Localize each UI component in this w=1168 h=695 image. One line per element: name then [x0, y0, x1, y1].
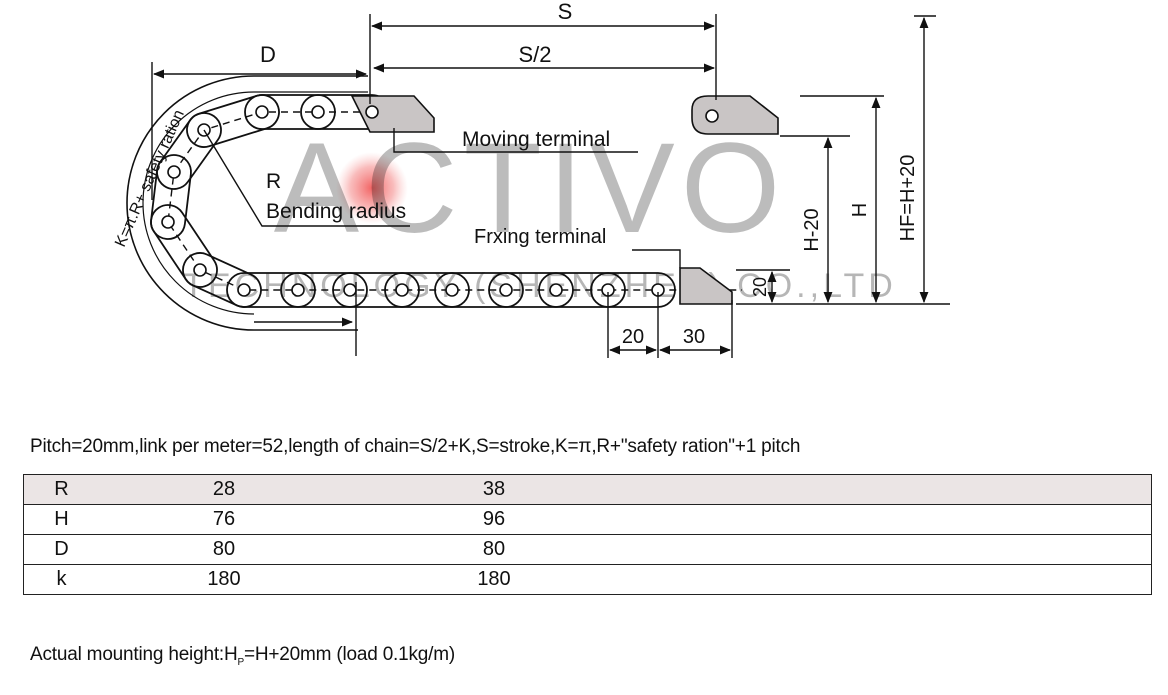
label-s: S: [558, 0, 573, 24]
mount-note: Actual mounting height:HP=H+20mm (load 0…: [30, 644, 455, 668]
chain-links: [150, 94, 742, 308]
table-cell-empty: [639, 504, 1152, 535]
chain-pin: [291, 283, 305, 297]
chain-pin: [445, 283, 459, 297]
chain-pin: [193, 263, 207, 277]
label-hf: HF=H+20: [897, 155, 919, 242]
mount-note-subscript: P: [237, 656, 245, 668]
label-bending-radius: Bending radius: [266, 200, 406, 223]
label-moving-terminal: Moving terminal: [462, 128, 610, 151]
dimension-lines: [151, 14, 950, 358]
leader-lines: [203, 128, 681, 268]
table-cell: H: [23, 504, 99, 535]
label-h-minus-20: H-20: [801, 208, 823, 251]
table-cell: D: [23, 534, 99, 565]
chain-pin: [255, 105, 269, 119]
mount-note-prefix: Actual mounting height:H: [30, 644, 238, 665]
label-fixing-terminal: Frxing terminal: [474, 226, 606, 248]
chain-link: [186, 94, 280, 148]
chain-inner-envelope: [142, 91, 368, 315]
table-cell: 80: [99, 534, 349, 565]
label-d: D: [260, 42, 276, 67]
label-h: H: [849, 203, 871, 217]
table-cell-empty: [639, 534, 1152, 565]
table-cell: R: [23, 474, 99, 505]
table-cell: 96: [349, 504, 639, 535]
moving-terminal-left-hole: [365, 105, 379, 119]
moving-terminal-left: [350, 95, 435, 133]
table-cell: k: [23, 564, 99, 595]
chain-pin: [167, 165, 181, 179]
fixing-terminal: [679, 267, 733, 305]
table-cell: 80: [349, 534, 639, 565]
label-dim-20: 20: [622, 326, 644, 348]
moving-terminal-right: [691, 95, 779, 135]
label-s-half: S/2: [518, 42, 551, 67]
chain-diagram: ACTIVO TECHNOLOGY (SHENZHEN) CO.,LTD: [112, 0, 950, 358]
table-cell: 180: [349, 564, 639, 595]
pitch-note: Pitch=20mm,link per meter=52,length of c…: [30, 436, 801, 457]
table-cell: 76: [99, 504, 349, 535]
chain-pin: [549, 283, 563, 297]
chain-envelope: [126, 75, 368, 331]
table-cell: 28: [99, 474, 349, 505]
watermark-logo-dot: [336, 152, 408, 224]
mount-note-suffix: =H+20mm (load 0.1kg/m): [243, 644, 456, 665]
watermark-main: ACTIVO: [274, 117, 787, 260]
moving-terminal-right-hole: [705, 109, 719, 123]
table-cell: 180: [99, 564, 349, 595]
label-r: R: [266, 170, 281, 193]
table-cell-empty: [639, 564, 1152, 595]
chain-pin: [343, 283, 357, 297]
chain-pin: [395, 283, 409, 297]
chain-pin: [311, 105, 325, 119]
label-dim-20-vertical: 20: [750, 277, 770, 297]
chain-pin: [237, 283, 251, 297]
table-cell: 38: [349, 474, 639, 505]
table-cell-empty: [639, 474, 1152, 505]
chain-pin: [161, 215, 175, 229]
label-dim-30: 30: [683, 326, 705, 348]
chain-pin: [499, 283, 513, 297]
